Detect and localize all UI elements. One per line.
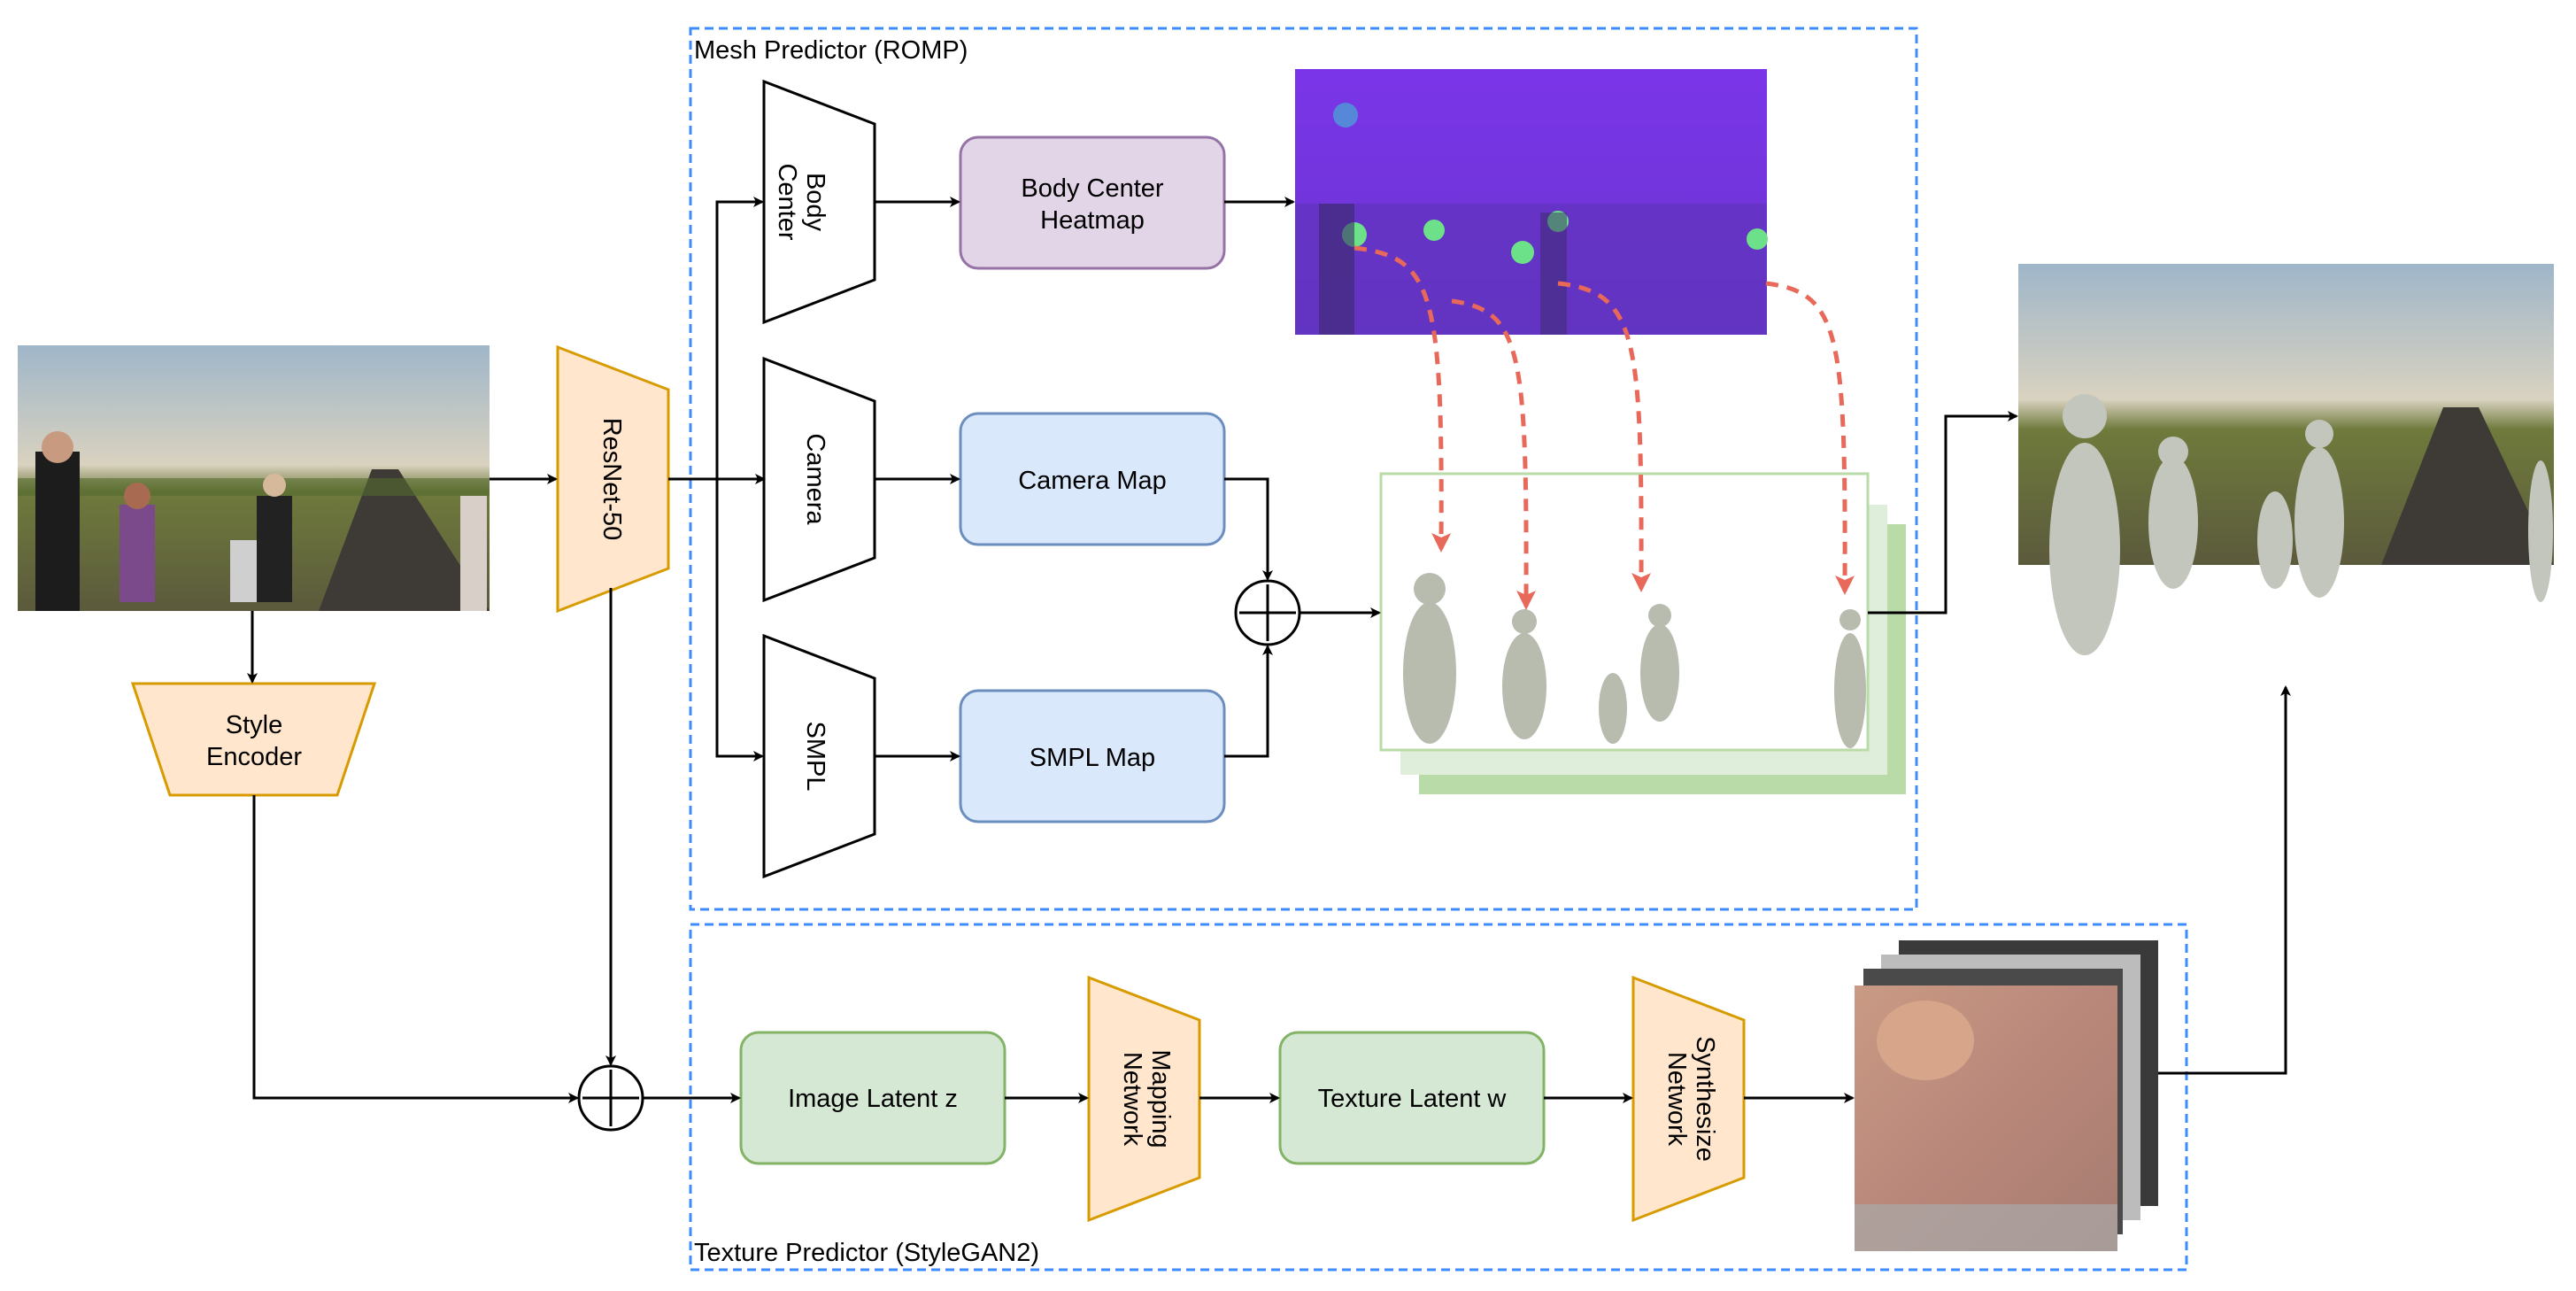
heatmap-label-2: Heatmap [1040,206,1145,235]
image-latent-label: Image Latent z [788,1085,958,1113]
mesh-result-stack [1379,472,1906,794]
smpl-map-label: SMPL Map [1030,744,1155,772]
synthesize-network-label-1: Synthesize [1691,1036,1719,1162]
sum-node-mesh [1234,579,1301,646]
body-center-head [762,79,876,325]
sum-node-latent [577,1064,644,1132]
smpl-head-label: SMPL [801,722,829,792]
synthesize-network [1631,975,1746,1223]
camera-map-label: Camera Map [1018,467,1167,495]
style-encoder-label-2: Encoder [206,743,302,771]
connector-arrows [247,197,2291,1103]
texture-predictor-title: Texture Predictor (StyleGAN2) [694,1239,1039,1267]
smpl-head [762,633,876,879]
style-encoder [130,682,377,797]
mapping-network-label-2: Network [1118,1052,1146,1147]
heatmap-label-1: Body Center [1021,174,1164,203]
heatmap-overlay-image [1295,69,1768,335]
mapping-network-label-1: Mapping [1146,1049,1175,1148]
body-center-heatmap-box [959,135,1226,270]
output-render-image [2018,264,2554,655]
texture-maps-stack [1855,940,2158,1251]
body-center-label-2: Center [773,163,801,240]
camera-head-label: Camera [801,433,829,525]
resnet-50 [556,344,670,614]
camera-head [762,356,876,603]
input-photo [18,345,490,611]
mapping-network [1087,975,1201,1223]
texture-latent-label: Texture Latent w [1318,1085,1508,1113]
mesh-predictor-group [689,27,1918,911]
style-encoder-label-1: Style [226,711,282,739]
body-center-correspondence-arrows [1354,245,1855,610]
synthesize-network-label-2: Network [1662,1052,1691,1147]
body-center-label-1: Body [801,173,829,232]
mesh-predictor-title: Mesh Predictor (ROMP) [694,36,968,65]
resnet-50-label: ResNet-50 [598,418,626,541]
